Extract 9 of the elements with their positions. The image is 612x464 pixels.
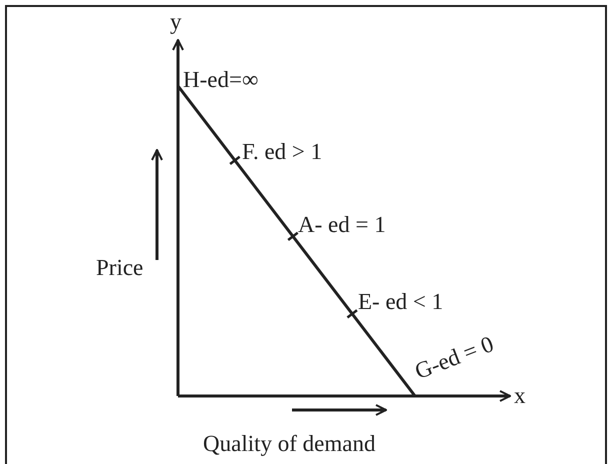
point-label: H-ed=∞ (183, 68, 258, 91)
point-label: A- ed = 1 (298, 213, 386, 236)
axis-label: x (514, 384, 526, 407)
point-label: E- ed < 1 (358, 290, 444, 313)
axis-title: Price (96, 256, 144, 279)
point-label: G-ed = 0 (412, 332, 496, 383)
point-label: F. ed > 1 (242, 140, 322, 163)
axis-label: y (170, 10, 182, 33)
axis-title: Quality of demand (203, 432, 376, 455)
